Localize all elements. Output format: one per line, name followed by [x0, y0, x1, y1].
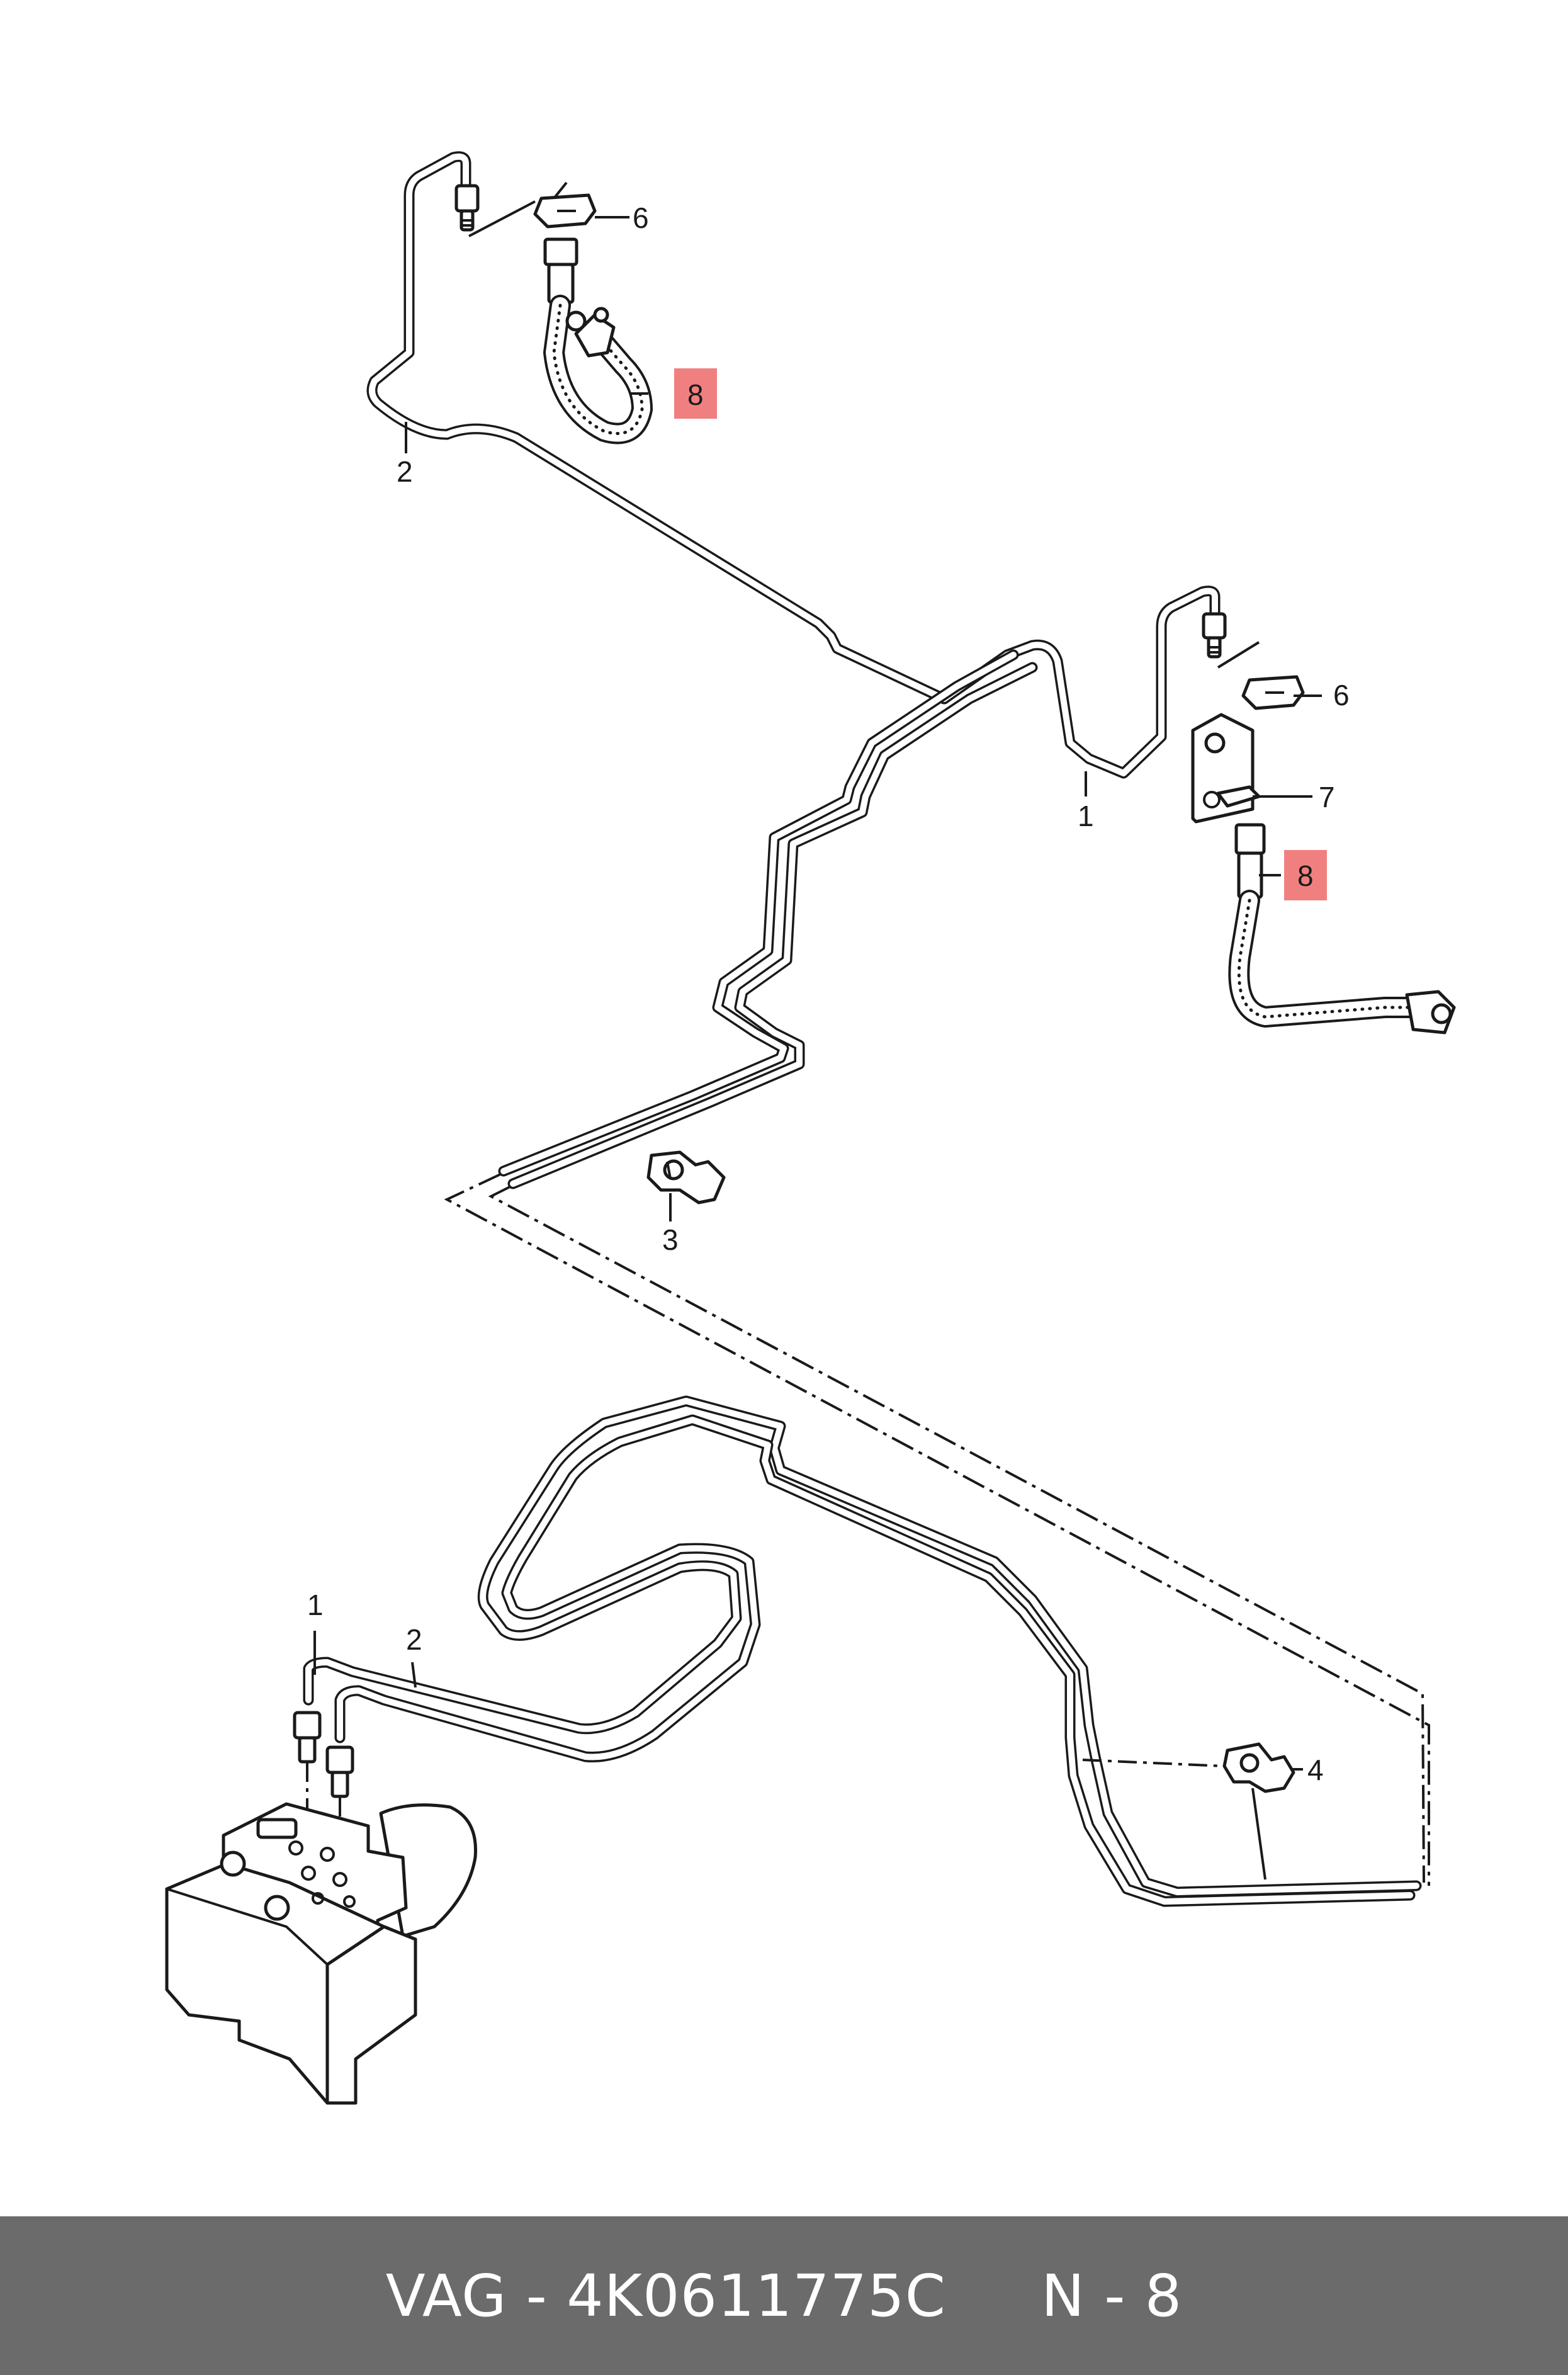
brake-pipe-2-upper	[366, 151, 950, 705]
callout-8-right: 8	[1297, 859, 1314, 892]
callout-2-top: 2	[397, 455, 413, 488]
callout-8-left: 8	[687, 378, 704, 411]
callout-2-bottom: 2	[406, 1623, 422, 1656]
callout-3: 3	[662, 1223, 679, 1256]
union-fitting-left	[454, 184, 480, 232]
union-fitting-right	[1202, 612, 1227, 659]
callouts: 6 8 2 6 7 1 8 3 1 2 4	[307, 201, 1350, 1786]
callout-4: 4	[1307, 1754, 1324, 1786]
bracket-7	[1191, 713, 1261, 824]
callout-7: 7	[1319, 781, 1335, 813]
leader-lines	[313, 216, 1322, 1771]
callout-6-left: 6	[633, 201, 649, 234]
part-number-text: VAG - 4K0611775C N - 8	[385, 2262, 1183, 2330]
brake-hose-8-left	[543, 237, 653, 445]
brake-hose-8-right	[1228, 823, 1456, 1034]
retaining-clip-6-right	[1217, 641, 1305, 710]
brake-pipe-pair-lower	[303, 1395, 1422, 1907]
brake-pipe-1-upper	[939, 586, 1221, 779]
brake-line-diagram: 6 8 2 6 7 1 8 3 1 2 4	[165, 151, 1456, 2105]
callout-8-right-highlight	[1284, 850, 1327, 900]
pipe-clip-4	[1082, 1742, 1295, 1880]
continuation-lines	[444, 1173, 1430, 1886]
pipe-clip-3	[646, 1150, 726, 1205]
part-number-footer: VAG - 4K0611775C N - 8	[0, 2216, 1568, 2375]
callout-8-left-highlight	[674, 368, 717, 419]
abs-control-unit	[165, 1802, 477, 2105]
callout-1-top: 1	[1078, 800, 1094, 832]
brake-pipe-pair-upper	[498, 649, 1038, 1189]
callout-1-bottom: 1	[307, 1589, 324, 1621]
retaining-clip-6-left	[468, 181, 597, 237]
callout-6-right: 6	[1333, 679, 1350, 711]
